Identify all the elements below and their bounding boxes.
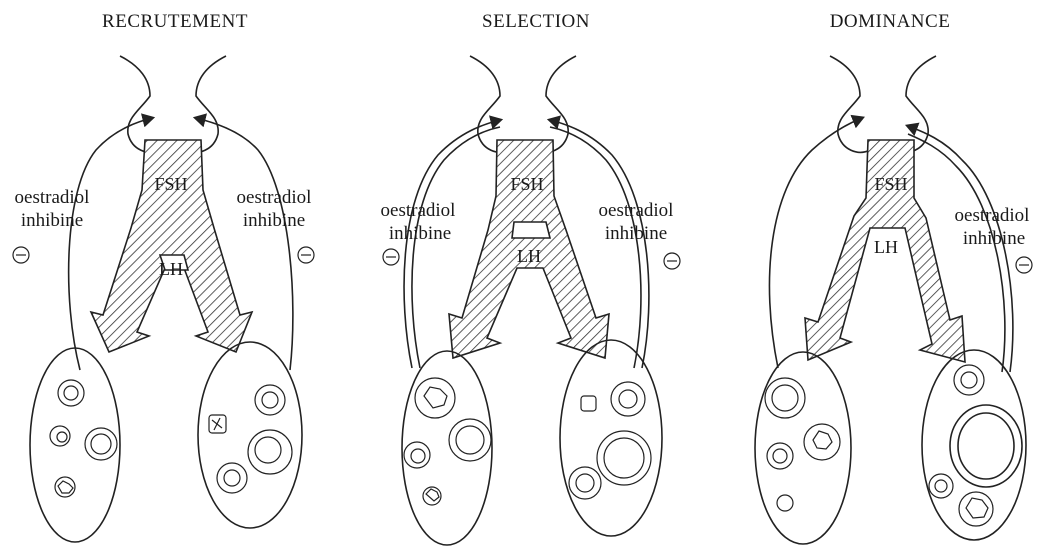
lh-label: LH bbox=[159, 259, 183, 279]
lh-label: LH bbox=[517, 246, 541, 266]
panel-selection: SELECTION FSH LH oestradiol inhibine oes… bbox=[381, 11, 680, 545]
panel-title: RECRUTEMENT bbox=[102, 11, 248, 32]
left-hormone-label-2: inhibine bbox=[389, 223, 451, 244]
left-hormone-label: oestradiol bbox=[15, 187, 90, 208]
fsh-label: FSH bbox=[154, 174, 187, 194]
panel-title: DOMINANCE bbox=[830, 11, 951, 32]
right-hormone-label: oestradiol bbox=[955, 205, 1030, 226]
fsh-label: FSH bbox=[874, 174, 907, 194]
fsh-lh-arrow bbox=[91, 140, 252, 352]
left-hormone-label: oestradiol bbox=[381, 200, 456, 221]
panel-title: SELECTION bbox=[482, 11, 590, 32]
right-ovary bbox=[560, 340, 662, 536]
right-ovary bbox=[198, 342, 302, 528]
right-hormone-label-2: inhibine bbox=[605, 223, 667, 244]
lh-label: LH bbox=[874, 237, 898, 257]
panel-recrutement: RECRUTEMENT FSH LH oestradiol inhibine o… bbox=[13, 11, 314, 542]
right-ovary-dominant bbox=[922, 350, 1026, 540]
right-hormone-label: oestradiol bbox=[237, 187, 312, 208]
right-hormone-label: oestradiol bbox=[599, 200, 674, 221]
left-hormone-label-2: inhibine bbox=[21, 210, 83, 231]
left-ovary bbox=[30, 348, 120, 542]
right-hormone-label-2: inhibine bbox=[243, 210, 305, 231]
panel-dominance: DOMINANCE FSH LH oestradiol inhibine bbox=[755, 11, 1032, 544]
fsh-label: FSH bbox=[510, 174, 543, 194]
left-ovary bbox=[755, 352, 851, 544]
left-ovary bbox=[402, 351, 492, 545]
lh-wedge bbox=[512, 222, 550, 238]
right-hormone-label-2: inhibine bbox=[963, 228, 1025, 249]
